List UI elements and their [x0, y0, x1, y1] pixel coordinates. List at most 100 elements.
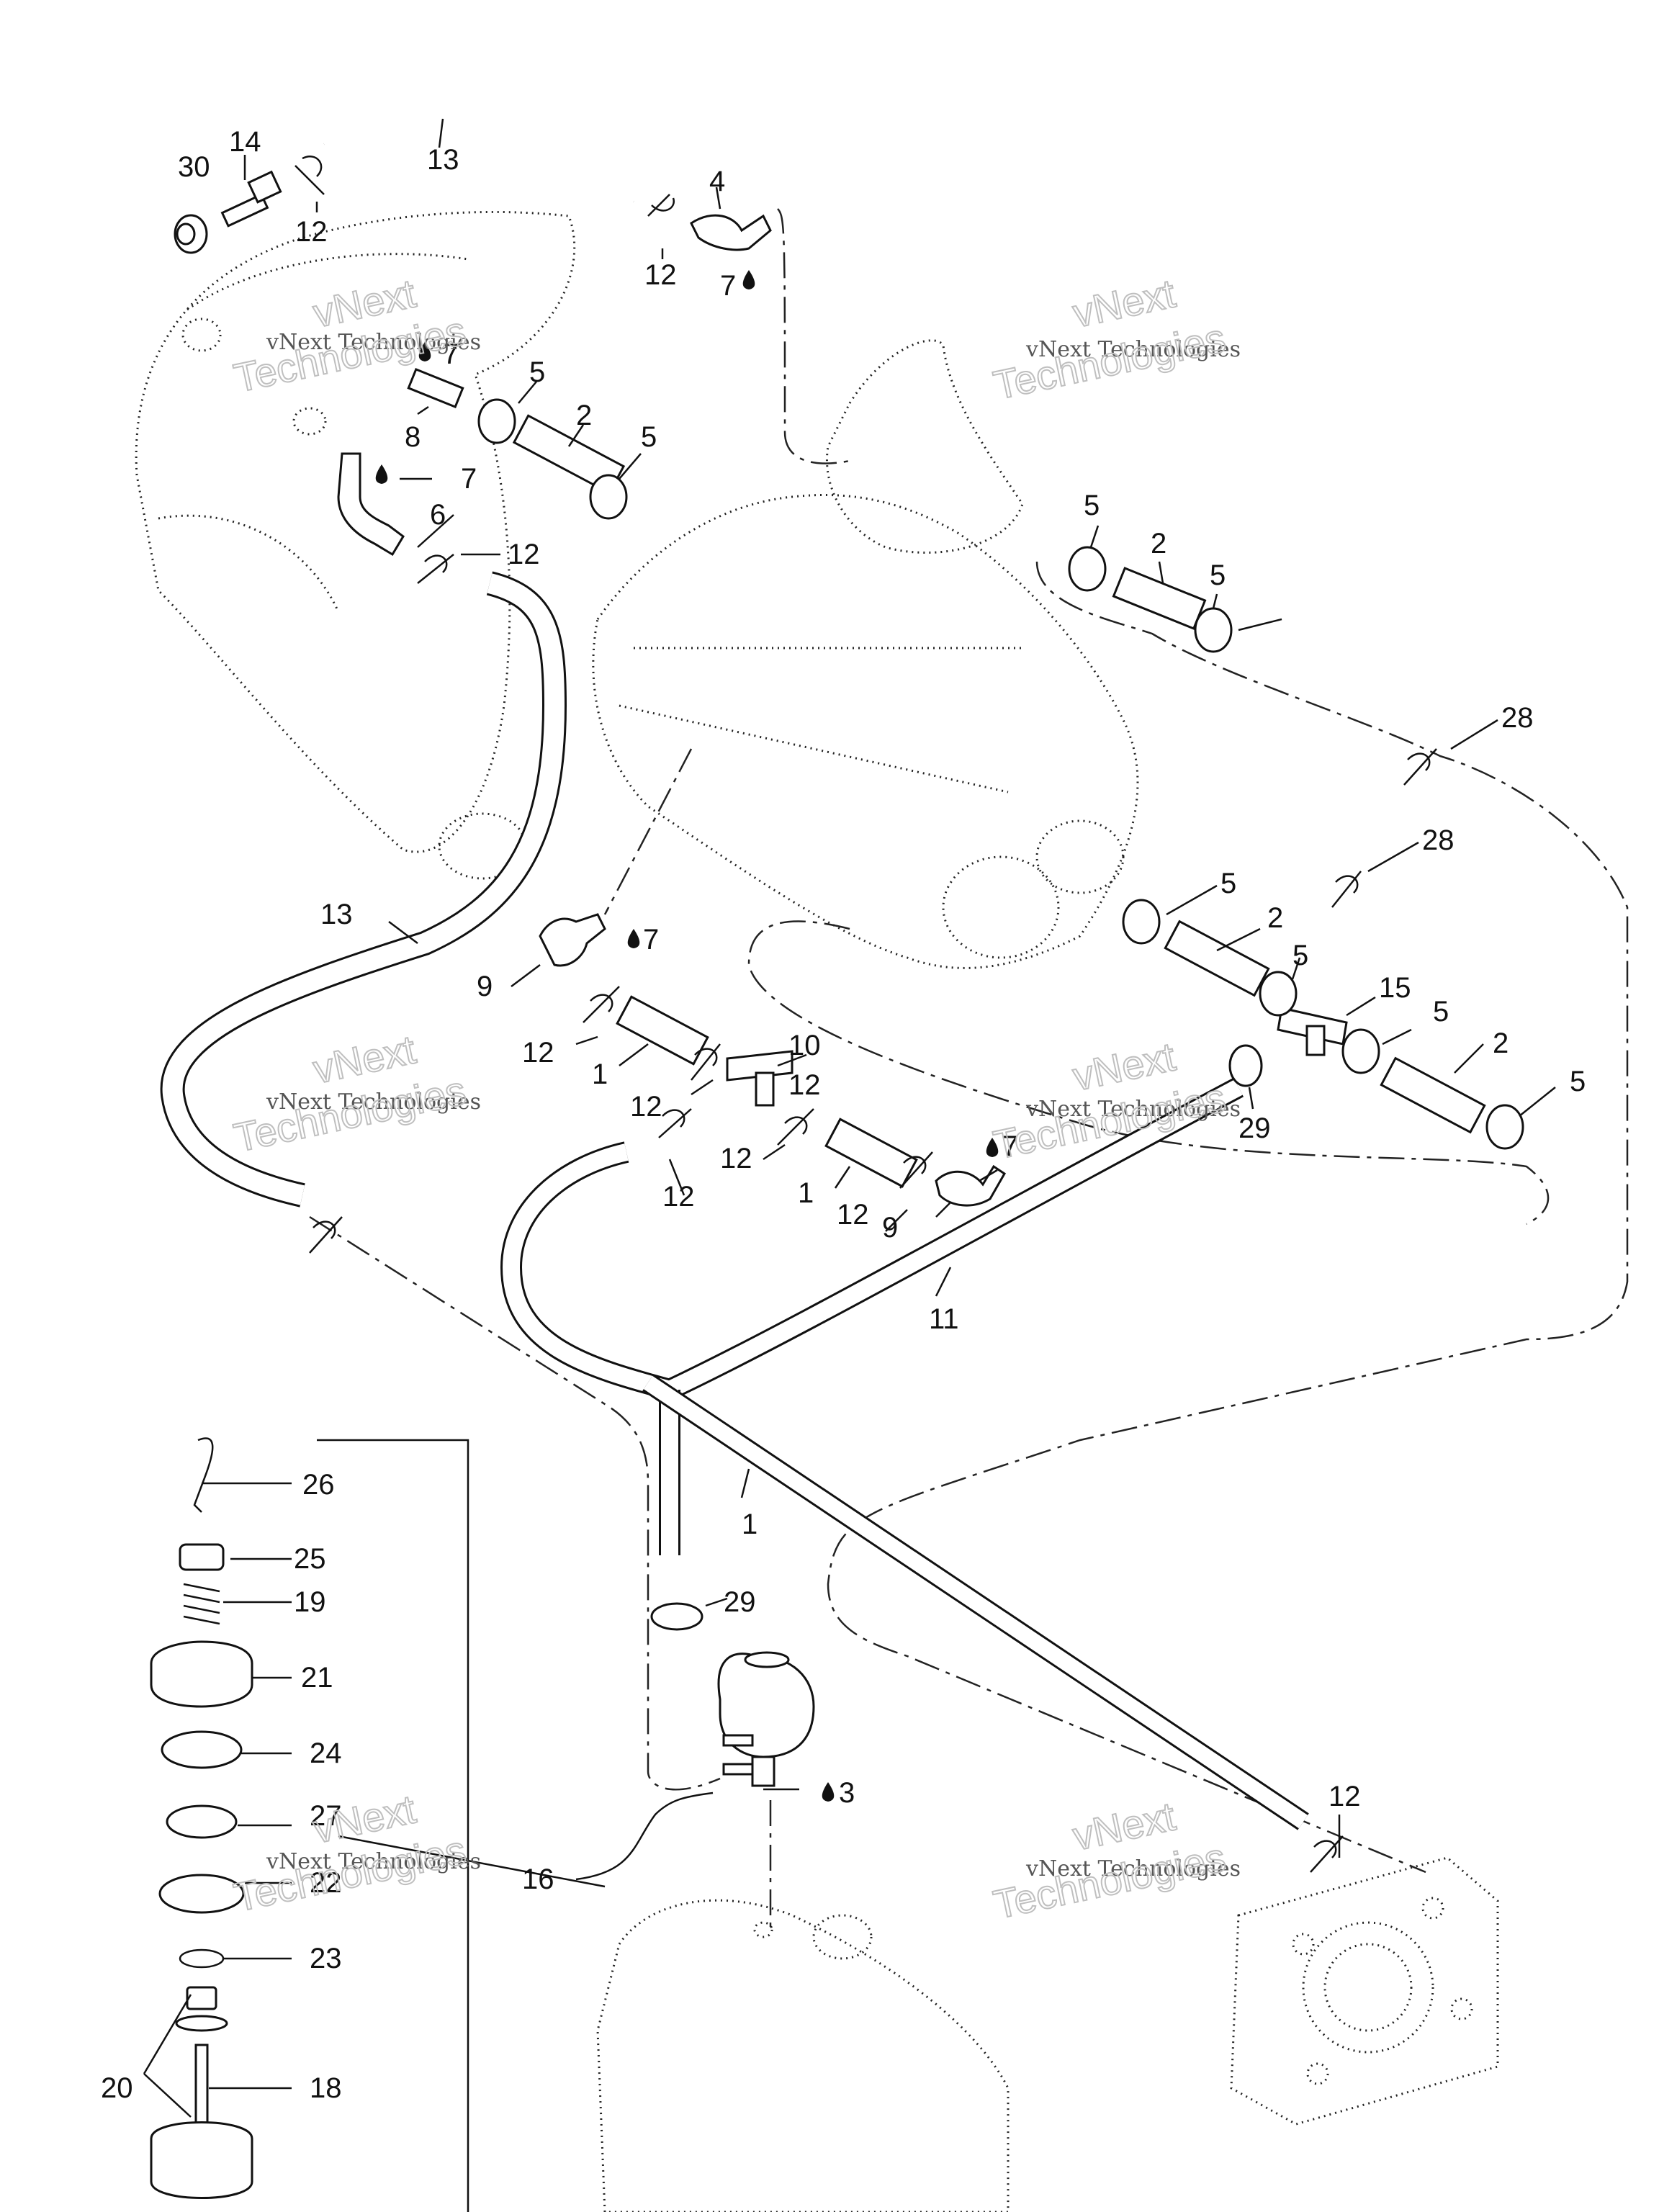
watermark: vNext Technologies vNext Technologies [229, 1785, 481, 1920]
callout-12: 12 [522, 1037, 554, 1069]
oil-drop-icons [375, 270, 999, 1802]
hose-13-lower [160, 571, 567, 1208]
svg-text:vNext Technologies: vNext Technologies [1025, 1097, 1241, 1122]
callout-5: 5 [1433, 996, 1449, 1028]
callout-5: 5 [1220, 868, 1236, 899]
watermark: vNext Technologies vNext Technologies [989, 1792, 1241, 1928]
callout-1: 1 [742, 1509, 757, 1540]
fitting-14 [220, 170, 282, 228]
callout-2: 2 [1151, 528, 1166, 559]
callout-28: 28 [1422, 824, 1455, 856]
callout-1: 1 [798, 1177, 814, 1209]
watermark: vNext Technologies vNext Technologies [989, 269, 1241, 408]
callout-3: 3 [839, 1777, 855, 1809]
hose-11 [500, 1077, 1244, 1555]
hose-2-c [1164, 920, 1270, 997]
callout-5: 5 [529, 356, 545, 388]
callout-7: 7 [443, 338, 459, 370]
callout-7: 7 [720, 270, 736, 302]
callout-24: 24 [310, 1737, 342, 1769]
callout-labels: 30 14 13 4 12 12 7 7 5 2 8 5 7 6 12 5 2 … [101, 126, 1586, 2104]
svg-text:vNext Technologies: vNext Technologies [266, 330, 481, 355]
oil-drop-icon [418, 342, 431, 361]
callout-9: 9 [882, 1212, 898, 1244]
hose-2-b [1112, 567, 1207, 630]
elbow-9-upper [539, 913, 606, 967]
tee-15 [1277, 1007, 1348, 1056]
clamps-5 [477, 398, 1524, 1150]
reservoir-16 [717, 1651, 815, 1787]
callout-12: 12 [1328, 1781, 1361, 1812]
callout-12: 12 [788, 1069, 821, 1101]
callout-2: 2 [1267, 902, 1283, 934]
callout-23: 23 [310, 1943, 342, 1974]
callout-12: 12 [508, 539, 540, 570]
watermark: vNext Technologies vNext Technologies [229, 1025, 481, 1161]
elbow-9-lower [935, 1164, 1006, 1207]
callout-12: 12 [644, 259, 677, 291]
callout-27: 27 [310, 1800, 342, 1832]
callout-21: 21 [301, 1662, 333, 1694]
callout-20: 20 [101, 2072, 133, 2104]
oil-drop-icon [822, 1782, 835, 1802]
hose-1-a [616, 995, 709, 1066]
callout-5: 5 [1292, 940, 1308, 971]
callout-18: 18 [310, 2072, 342, 2104]
elbow-4 [690, 214, 772, 251]
elbow-6 [337, 452, 405, 557]
callout-15: 15 [1379, 972, 1411, 1004]
callout-5: 5 [1570, 1066, 1586, 1097]
tee-10 [726, 1050, 793, 1107]
callout-7: 7 [1002, 1130, 1018, 1162]
svg-text:vNext Technologies: vNext Technologies [1025, 337, 1241, 362]
hose-1-b [824, 1118, 918, 1188]
callout-8: 8 [405, 421, 421, 453]
callout-2: 2 [1493, 1028, 1509, 1059]
callout-7: 7 [643, 924, 659, 956]
callout-28: 28 [1501, 702, 1534, 734]
callout-12: 12 [630, 1091, 662, 1123]
callout-5: 5 [1084, 490, 1100, 521]
oil-drop-icon [627, 929, 640, 948]
plug-30 [174, 214, 208, 254]
callout-26: 26 [302, 1469, 335, 1501]
fitting-8 [407, 367, 464, 409]
rings-29 [650, 1044, 1263, 1631]
jet-pump-outline [1230, 1856, 1499, 2126]
callout-6: 6 [430, 499, 446, 531]
callout-16: 16 [522, 1863, 554, 1895]
callout-9: 9 [477, 971, 493, 1002]
coolant-flow-paths [309, 208, 1629, 1930]
svg-text:vNext Technologies: vNext Technologies [266, 1849, 481, 1874]
callout-29: 29 [724, 1586, 756, 1618]
callout-29: 29 [1238, 1112, 1271, 1144]
oil-drop-icon [375, 464, 388, 484]
oil-drop-icon [986, 1138, 999, 1157]
callout-19: 19 [294, 1586, 326, 1618]
callout-12: 12 [662, 1181, 695, 1213]
callout-12: 12 [720, 1143, 752, 1174]
callout-30: 30 [178, 151, 210, 183]
svg-text:vNext Technologies: vNext Technologies [1025, 1856, 1241, 1881]
callout-10: 10 [788, 1030, 821, 1061]
clips-12-28 [295, 156, 1437, 1873]
callout-12: 12 [837, 1199, 869, 1231]
callout-1: 1 [592, 1058, 608, 1090]
callout-25: 25 [294, 1543, 326, 1575]
hose-2-d [1380, 1056, 1486, 1134]
callout-13: 13 [427, 144, 459, 176]
hose-13-upper [319, 89, 639, 212]
callout-14: 14 [229, 126, 261, 158]
callout-22: 22 [310, 1867, 342, 1899]
valve-stack [150, 1437, 469, 2212]
water-box-outline [596, 1899, 1010, 2212]
callout-11: 11 [929, 1303, 959, 1335]
callout-12: 12 [295, 216, 328, 248]
callout-2: 2 [576, 400, 592, 431]
callout-5: 5 [641, 421, 657, 453]
callout-13: 13 [320, 899, 353, 930]
callout-4: 4 [709, 166, 725, 197]
callout-5: 5 [1210, 559, 1226, 591]
leader-lines [143, 118, 1556, 2118]
